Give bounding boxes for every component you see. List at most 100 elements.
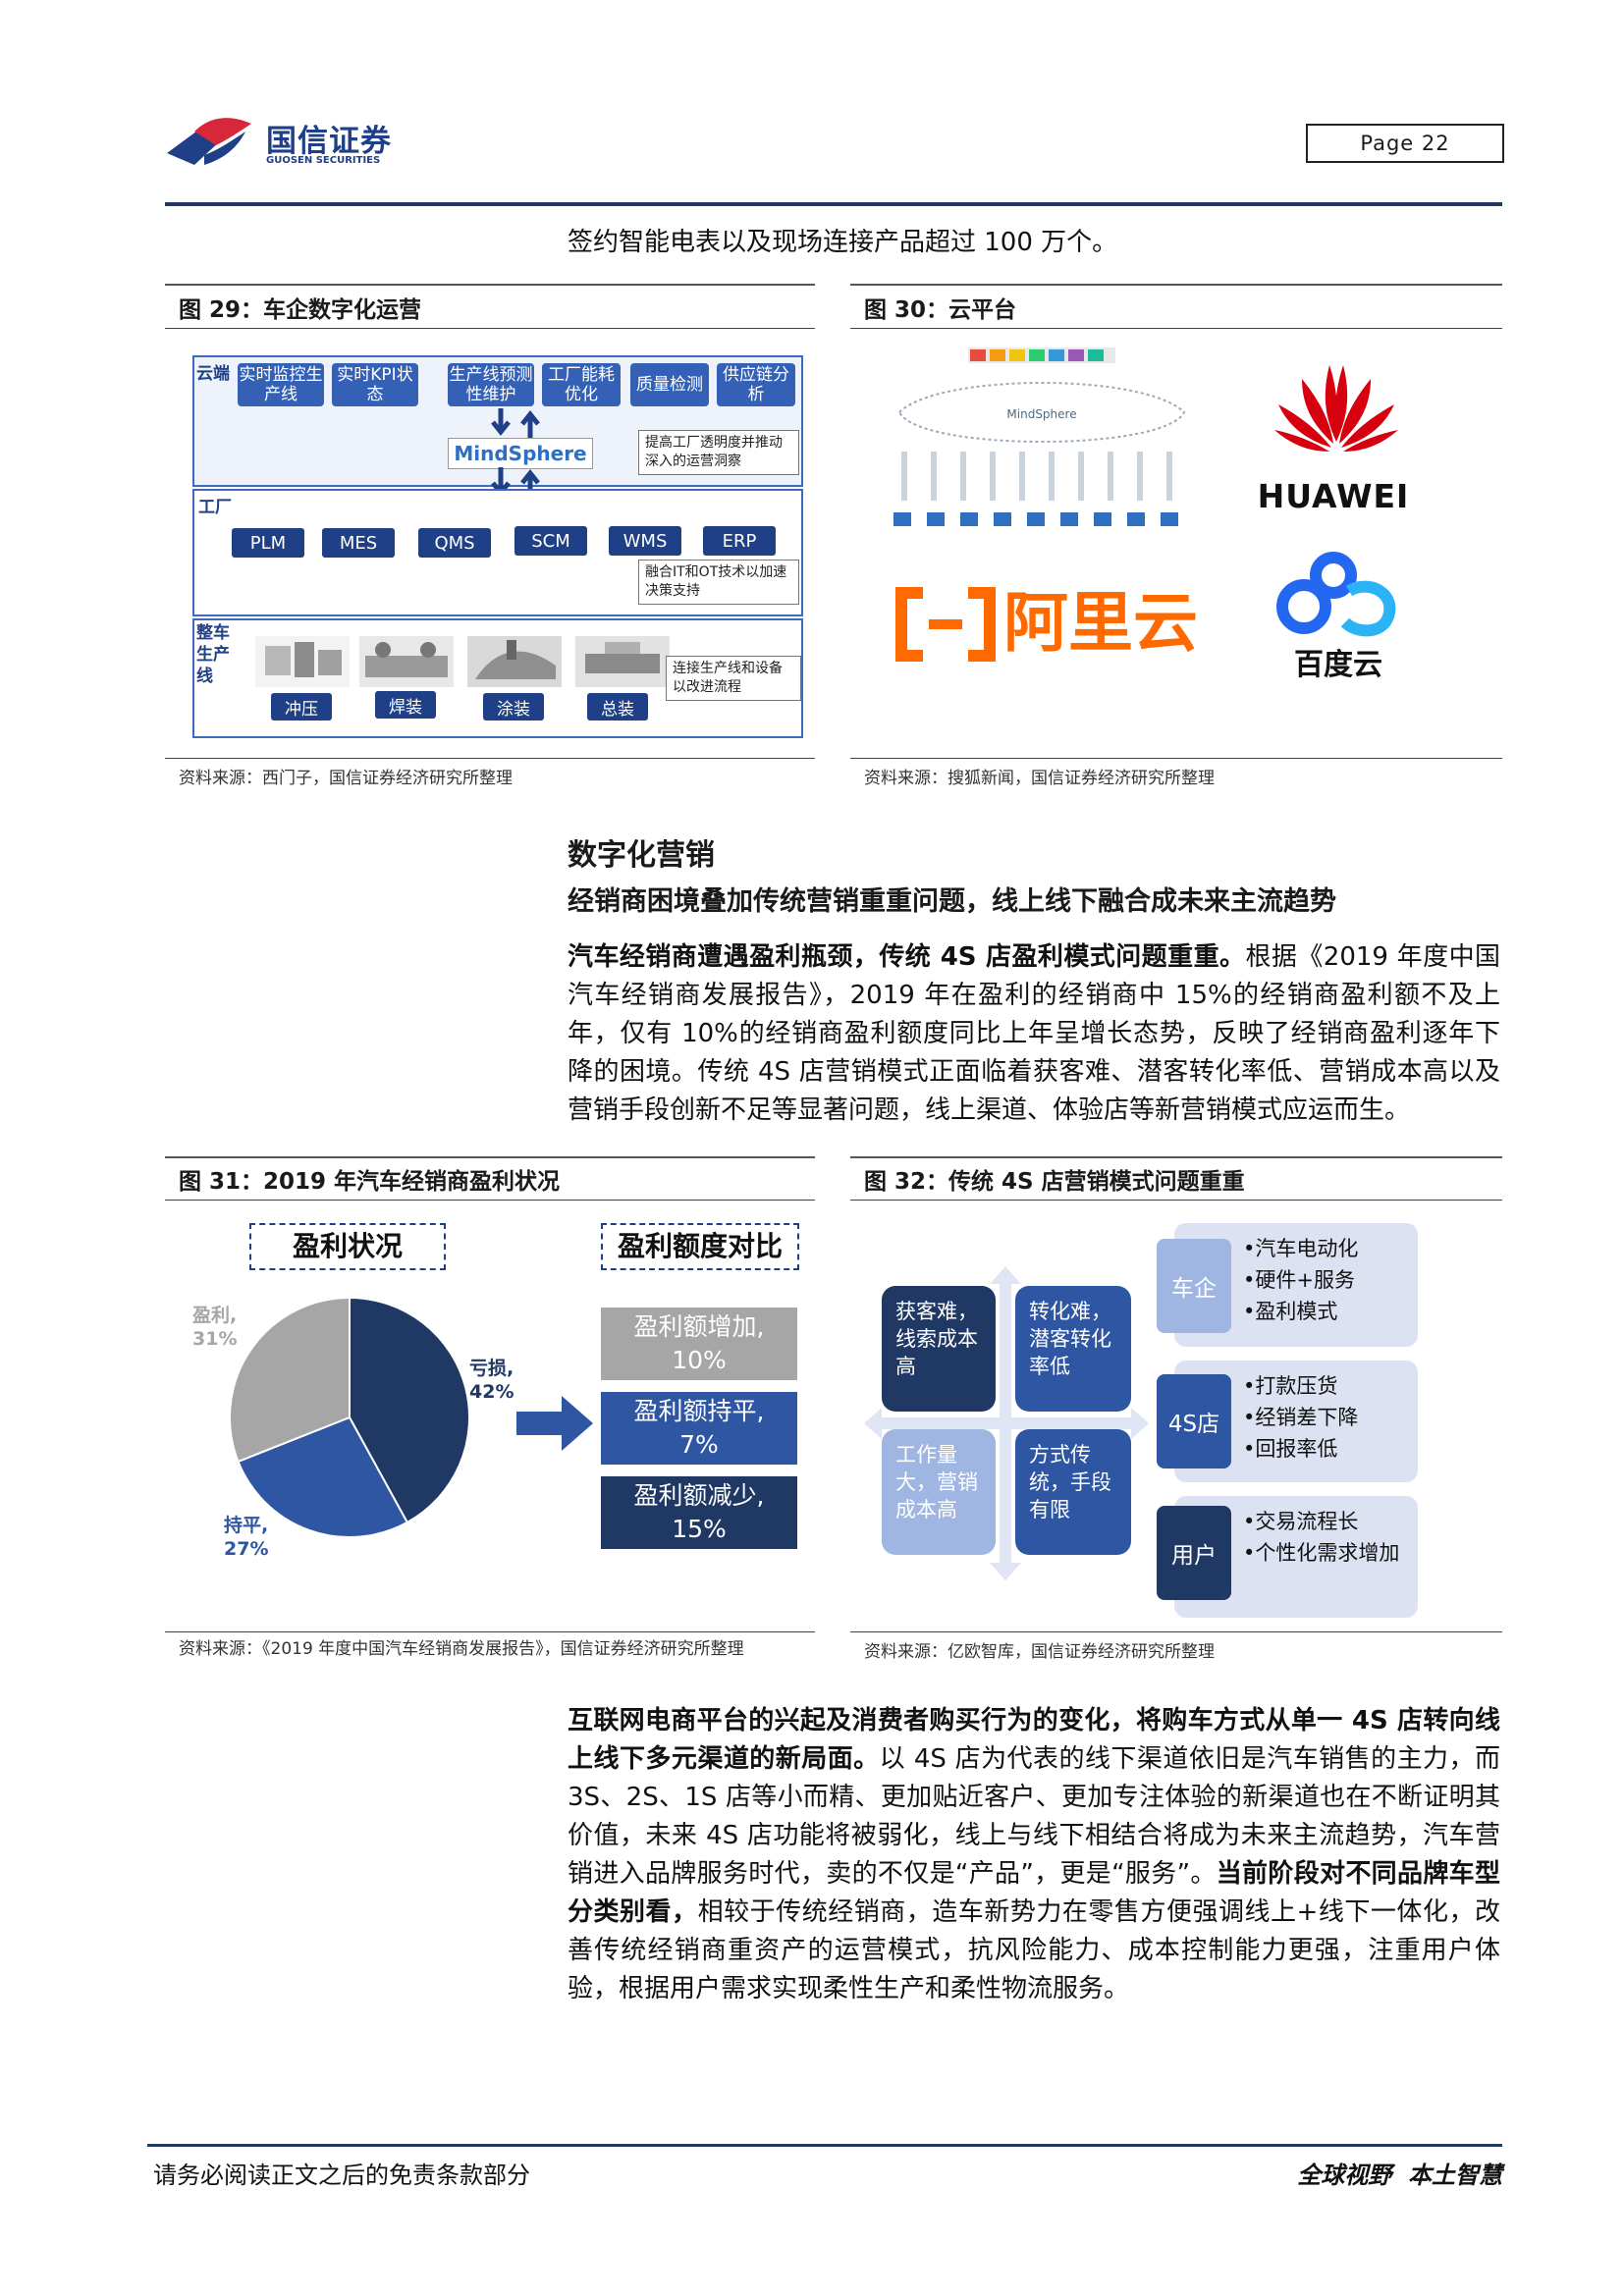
module-erp: ERP	[703, 526, 776, 556]
aliyun-wordmark: 阿里云	[1003, 585, 1198, 661]
para2-bold-1: 互联网电商平台的兴起及消费者购买行为的变化，将购车方式从单一 4S 店转向线上线…	[568, 1706, 1500, 1774]
card-user-item: •交易流程长	[1243, 1510, 1359, 1533]
fig32-title-rule	[850, 1200, 1502, 1201]
fig30-title-rule	[850, 328, 1502, 329]
card-4s-store-item: •打款压货	[1243, 1374, 1338, 1398]
pie-slice-loss	[349, 1296, 470, 1524]
module-wms: WMS	[609, 526, 681, 556]
page-number: Page 22	[1306, 124, 1504, 163]
fig29-diagram: 云端 实时监控生产线 实时KPI状态 生产线预测性维护 工厂能耗优化 质量检测 …	[192, 355, 803, 738]
bar-decrease-label: 盈利额减少,	[633, 1481, 765, 1510]
pie-label-flat-name: 持平,	[224, 1515, 269, 1536]
quadrant-methods: 方式传统，手段有限	[1015, 1429, 1131, 1555]
module-scm: SCM	[514, 526, 587, 556]
header-rule	[165, 202, 1502, 206]
fig30-top-rule	[850, 284, 1502, 286]
module-mes: MES	[322, 528, 395, 558]
line-note: 连接生产线和设备以改进流程	[666, 656, 801, 701]
line-label: 整车生产线	[196, 623, 230, 686]
pie-label-flat: 持平, 27%	[224, 1514, 268, 1561]
fig31-top-rule	[165, 1156, 815, 1158]
bar-decrease: 盈利额减少, 15%	[601, 1476, 797, 1549]
profit-pie-chart	[229, 1296, 470, 1538]
pie-slice-profit	[229, 1296, 351, 1464]
cloud-button: 生产线预测性维护	[448, 363, 534, 406]
pie-label-loss: 亏损, 42%	[469, 1357, 514, 1404]
section-paragraph: 汽车经销商遭遇盈利瓶颈，传统 4S 店盈利模式问题重重。根据《2019 年度中国…	[568, 938, 1500, 1130]
fig29-title-rule	[165, 328, 815, 329]
fig32-bottom-rule	[850, 1631, 1502, 1632]
quadrant-acquisition: 获客难，线索成本高	[882, 1286, 996, 1412]
footer-rule	[147, 2144, 1502, 2147]
fig29-bottom-rule	[165, 758, 815, 759]
pie-label-loss-name: 亏损,	[469, 1358, 514, 1379]
bar-decrease-value: 15%	[672, 1515, 727, 1543]
pie-slice-flat	[237, 1415, 409, 1538]
cloud-button: 供应链分析	[717, 363, 795, 406]
welding-image	[359, 636, 454, 687]
baidu-cloud-logo-icon	[1276, 552, 1396, 637]
cloud-button: 工厂能耗优化	[542, 363, 621, 406]
fig32-top-rule	[850, 1156, 1502, 1158]
fig29-title: 图 29：车企数字化运营	[179, 297, 422, 323]
para1-bold: 汽车经销商遭遇盈利瓶颈，传统 4S 店盈利模式问题重重。	[568, 942, 1246, 972]
card-user-item: •个性化需求增加	[1243, 1541, 1400, 1565]
fig29-source: 资料来源：西门子，国信证券经济研究所整理	[179, 769, 513, 788]
bar-flat: 盈利额持平, 7%	[601, 1392, 797, 1465]
category-4s-store: 4S店	[1157, 1374, 1231, 1468]
factory-label: 工厂	[198, 498, 232, 517]
module-qms: QMS	[418, 528, 491, 558]
quadrant-conversion: 转化难，潜客转化率低	[1015, 1286, 1131, 1412]
footer-slogan: 全球视野 本土智慧	[1297, 2162, 1502, 2189]
category-user: 用户	[1157, 1506, 1231, 1600]
bar-increase-label: 盈利额增加,	[633, 1312, 765, 1341]
section-subheading: 经销商困境叠加传统营销重重问题，线上线下融合成未来主流趋势	[568, 886, 1336, 917]
fig30-title: 图 30：云平台	[864, 297, 1017, 323]
aliyun-logo: 阿里云	[893, 585, 1208, 664]
cloud-label: 云端	[196, 364, 230, 384]
fig31-source: 资料来源：《2019 年度中国汽车经销商发展报告》，国信证券经济研究所整理	[179, 1639, 744, 1659]
stamping-image	[255, 636, 350, 687]
company-logo: 国信证券 GUOSEN SECURITIES	[165, 110, 410, 175]
pie-label-loss-value: 42%	[469, 1381, 514, 1403]
quadrant-cost: 工作量大，营销成本高	[882, 1429, 996, 1555]
bar-increase-value: 10%	[672, 1346, 727, 1374]
bar-flat-label: 盈利额持平,	[633, 1397, 765, 1425]
cloud-note: 提高工厂透明度并推动深入的运营洞察	[638, 430, 799, 475]
step-assembly: 总装	[587, 693, 648, 721]
logo-cn: 国信证券	[266, 124, 392, 159]
fig31-bottom-rule	[165, 1631, 815, 1632]
fig30-source: 资料来源：搜狐新闻，国信证券经济研究所整理	[864, 769, 1215, 788]
cloud-button: 实时监控生产线	[238, 363, 324, 406]
card-4s-store-item: •经销差下降	[1243, 1406, 1359, 1429]
section-heading: 数字化营销	[568, 838, 715, 873]
fig30-bottom-rule	[850, 758, 1502, 759]
card-automaker-item: •汽车电动化	[1243, 1237, 1359, 1260]
right-arrow-icon	[516, 1396, 593, 1451]
aliyun-bracket-icon	[895, 587, 996, 662]
quadrant-axes-icon	[864, 1266, 1149, 1580]
para2-bold-2: 当前阶段对不同品牌车型分类别看，	[568, 1859, 1500, 1927]
fig31-title: 图 31：2019 年汽车经销商盈利状况	[179, 1169, 561, 1195]
pie-label-profit: 盈利, 31%	[192, 1304, 237, 1351]
bars-heading: 盈利额度对比	[601, 1223, 799, 1270]
mindsphere-box: MindSphere	[448, 438, 593, 469]
footer-disclaimer: 请务必阅读正文之后的免责条款部分	[153, 2162, 530, 2189]
module-plm: PLM	[232, 528, 304, 558]
para2-text-2: 相较于传统经销商，造车新势力在零售方便强调线上+线下一体化，改善传统经销商重资产…	[568, 1897, 1500, 2003]
step-welding: 焊装	[375, 691, 436, 719]
pie-heading: 盈利状况	[249, 1223, 446, 1270]
fig29-top-rule	[165, 284, 815, 286]
card-automaker-item: •盈利模式	[1243, 1300, 1338, 1323]
pie-label-profit-value: 31%	[192, 1328, 238, 1350]
fig31-title-rule	[165, 1200, 815, 1201]
fig32-source: 资料来源：亿欧智库，国信证券经济研究所整理	[864, 1642, 1215, 1662]
cloud-button: 质量检测	[630, 363, 709, 406]
factory-note: 融合IT和OT技术以加速决策支持	[638, 560, 799, 605]
assembly-image	[575, 636, 670, 687]
para1-text: 根据《2019 年度中国汽车经销商发展报告》，2019 年在盈利的经销商中 15…	[568, 942, 1501, 1125]
huawei-logo-icon	[1274, 365, 1398, 452]
step-stamping: 冲压	[271, 693, 332, 721]
baidu-cloud-wordmark: 百度云	[1294, 648, 1382, 682]
logo-en: GUOSEN SECURITIES	[266, 155, 381, 166]
